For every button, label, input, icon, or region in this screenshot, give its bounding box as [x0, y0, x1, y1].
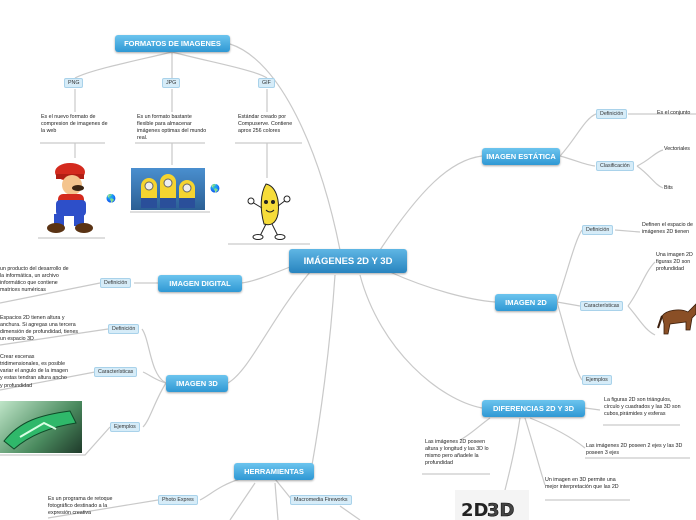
- png-description: Es el nuevo formato de compresion de ima…: [41, 114, 108, 135]
- imagen-estatica-node[interactable]: IMAGEN ESTÁTICA: [482, 148, 560, 165]
- central-topic[interactable]: IMÁGENES 2D Y 3D: [289, 249, 407, 273]
- photo-express-text: Es un programa de retoque fotográfico de…: [48, 496, 113, 517]
- gif-description: Estándar creado por Compuserve. Contiene…: [238, 114, 293, 135]
- svg-text:3D: 3D: [487, 500, 514, 520]
- imagen-digital-definicion-text: un producto del desarrollo de la informá…: [0, 266, 69, 294]
- formatos-node[interactable]: FORMATOS DE IMAGENES: [115, 35, 230, 52]
- mario-image: [42, 160, 100, 236]
- banana-image: [246, 180, 292, 242]
- imagen-estatica-definicion-text: Es el conjunto: [657, 110, 691, 116]
- imagen-3d-node[interactable]: IMAGEN 3D: [166, 375, 228, 392]
- imagen-3d-definicion[interactable]: Definición: [108, 324, 140, 334]
- horse-image: [656, 284, 696, 360]
- imagen-3d-caracteristicas-text: Crear escenas tridimensionales, es posib…: [0, 354, 69, 389]
- bits-text: Bits: [664, 185, 673, 191]
- herramientas-node[interactable]: HERRAMIENTAS: [234, 463, 314, 480]
- globe-icon[interactable]: 🌎: [106, 194, 116, 203]
- imagen-estatica-definicion[interactable]: Definición: [596, 109, 628, 119]
- diferencias-node[interactable]: DIFERENCIAS 2D Y 3D: [482, 400, 585, 417]
- ejemplo-3d-image: [0, 401, 82, 453]
- minions-image: [131, 168, 205, 210]
- photo-express-subtopic[interactable]: Photo Expres: [158, 495, 198, 505]
- imagen-estatica-clasificacion[interactable]: Clasificación: [596, 161, 634, 171]
- imagen-2d-caracteristicas[interactable]: Características: [580, 301, 624, 311]
- diferencias-text-1: La figuras 2D son triángulos, círculo y …: [604, 397, 681, 418]
- imagen-3d-caracteristicas[interactable]: Características: [94, 367, 138, 377]
- vectoriales-text: Vectoriales: [664, 146, 690, 152]
- jpg-description: Es un formato bastante flexible para alm…: [137, 114, 207, 142]
- imagen-2d-definicion-text: Definen el espacio de imágenes 2D tienen: [642, 222, 693, 236]
- imagen-3d-ejemplos[interactable]: Ejemplos: [110, 422, 140, 432]
- imagen-digital-definicion[interactable]: Definición: [100, 278, 132, 288]
- diferencias-text-4: Un imagen en 3D permite una mejor interp…: [545, 477, 619, 491]
- diferencias-text-2: Las imágenes 2D poseen 2 ejes y las 3D p…: [586, 443, 683, 457]
- imagen-2d-ejemplos[interactable]: Ejemplos: [582, 375, 612, 385]
- imagen-2d-definicion[interactable]: Definición: [582, 225, 614, 235]
- imagen-2d-node[interactable]: IMAGEN 2D: [495, 294, 557, 311]
- png-subtopic[interactable]: PNG: [64, 78, 84, 88]
- imagen-2d-caracteristicas-text: Una imagen 2D figuras 2D son profundidad: [656, 252, 693, 273]
- 2d-3d-image: 2D 3D: [455, 490, 529, 520]
- imagen-3d-definicion-text: Espacios 2D tienen altura y anchura. Si …: [0, 315, 79, 343]
- imagen-digital-node[interactable]: IMAGEN DIGITAL: [158, 275, 242, 292]
- globe-icon[interactable]: 🌎: [210, 184, 220, 193]
- jpg-subtopic[interactable]: JPG: [162, 78, 181, 88]
- fireworks-subtopic[interactable]: Macromedia Fireworks: [290, 495, 352, 505]
- svg-text:2D: 2D: [461, 500, 488, 520]
- gif-subtopic[interactable]: GIF: [258, 78, 275, 88]
- diferencias-text-3: Las imágenes 2D poseen altura y longitud…: [425, 439, 489, 467]
